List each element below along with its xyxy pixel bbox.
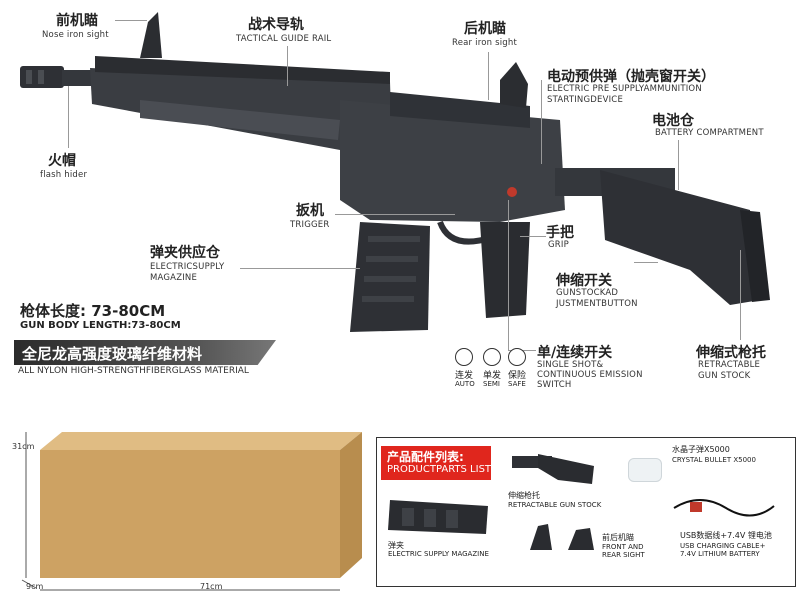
crystal-bullets-image xyxy=(628,458,662,482)
box-depth: 9cm xyxy=(26,582,44,591)
retract-stock-label-cn: 伸缩式枪托 xyxy=(696,345,766,361)
fire-switch-label-en3: SWITCH xyxy=(537,380,572,390)
magazine-part-image xyxy=(388,500,488,534)
part-magazine-en: ELECTRIC SUPPLY MAGAZINE xyxy=(388,550,489,558)
trigger-label-cn: 扳机 xyxy=(296,203,324,219)
retract-stock-label-en1: RETRACTABLE xyxy=(698,360,761,370)
stock-button-label-en1: GUNSTOCKAD xyxy=(556,288,619,298)
semi-mode-icon xyxy=(483,348,501,366)
ammo-device-label-en2: STARTINGDEVICE xyxy=(547,95,624,105)
part-stock-cn: 伸缩枪托 xyxy=(508,491,540,500)
part-cable-cn: USB数据线+7.4V 锂电池 xyxy=(680,531,772,540)
front-sight xyxy=(140,12,162,58)
trigger-label-en: TRIGGER xyxy=(290,220,330,230)
gun-length-cn: 枪体长度: 73-80CM xyxy=(20,302,166,320)
part-bullets-en: CRYSTAL BULLET X5000 xyxy=(672,456,756,464)
fire-selector xyxy=(507,187,517,197)
usb-cable-image xyxy=(673,499,775,517)
auto-mode-icon xyxy=(455,348,473,366)
ammo-device-label-cn: 电动预供弹（抛壳窗开关） xyxy=(547,69,715,85)
mode-semi-en: SEMI xyxy=(483,380,500,388)
part-sights-cn: 前后机瞄 xyxy=(602,533,634,542)
safe-mode-icon xyxy=(508,348,526,366)
nose-sight-label-cn: 前机瞄 xyxy=(56,13,98,29)
flash-hider-label-en: flash hider xyxy=(40,170,88,180)
box-height: 31cm xyxy=(12,442,35,451)
rear-sight-label-cn: 后机瞄 xyxy=(464,21,506,37)
fire-switch-label-en1: SINGLE SHOT& xyxy=(537,360,604,370)
magazine xyxy=(350,222,430,332)
parts-title: 产品配件列表: PRODUCTPARTS LIST xyxy=(381,446,491,480)
sights-part-image xyxy=(530,524,594,550)
part-cable-en1: USB CHARGING CABLE+ xyxy=(680,542,766,550)
fire-switch-label-en2: CONTINUOUS EMISSION xyxy=(537,370,643,380)
stock xyxy=(555,168,770,305)
flash-hider xyxy=(20,66,92,88)
part-cable-en2: 7.4V LITHIUM BATTERY xyxy=(680,550,760,558)
rear-sight xyxy=(500,62,528,108)
ammo-device-label-en1: ELECTRIC PRE SUPPLYAMMUNITION xyxy=(547,84,702,94)
material-en: ALL NYLON HIGH-STRENGTHFIBERGLASS MATERI… xyxy=(18,366,249,376)
part-magazine-cn: 弹夹 xyxy=(388,541,404,550)
mode-semi-cn: 单发 xyxy=(483,371,502,381)
nose-sight-label-en: Nose iron sight xyxy=(42,30,109,40)
mode-auto-en: AUTO xyxy=(455,380,475,388)
part-bullets-cn: 水晶子弹X5000 xyxy=(672,445,730,454)
rail-label-en: TACTICAL GUIDE RAIL xyxy=(236,34,332,44)
material-cn: 全尼龙高强度玻璃纤维材料 xyxy=(22,345,203,363)
stock-button-label-en2: JUSTMENTBUTTON xyxy=(556,299,638,309)
receiver xyxy=(340,92,565,222)
magazine-label-en1: ELECTRICSUPPLY xyxy=(150,262,225,272)
part-sights-en2: REAR SIGHT xyxy=(602,551,645,559)
parts-title-cn: 产品配件列表: xyxy=(387,450,464,464)
stock-part-image xyxy=(512,454,594,484)
pistol-grip xyxy=(480,222,530,318)
part-stock-en: RETRACTABLE GUN STOCK xyxy=(508,501,602,509)
flash-hider-label-cn: 火帽 xyxy=(48,153,76,169)
handguard-rail xyxy=(90,56,392,150)
mode-safe-cn: 保险 xyxy=(508,371,527,381)
magazine-label-cn: 弹夹供应仓 xyxy=(150,245,220,261)
packaging-box xyxy=(21,432,362,591)
material-banner xyxy=(14,340,276,365)
mode-safe-en: SAFE xyxy=(508,380,526,388)
part-sights-en1: FRONT AND xyxy=(602,543,644,551)
retract-stock-label-en2: GUN STOCK xyxy=(698,371,751,381)
grip-label-en: GRIP xyxy=(548,240,569,250)
grip-label-cn: 手把 xyxy=(546,225,574,241)
parts-title-en: PRODUCTPARTS LIST xyxy=(387,464,492,475)
fire-switch-label-cn: 单/连续开关 xyxy=(537,345,613,361)
magazine-label-en2: MAGAZINE xyxy=(150,273,198,283)
rear-sight-label-en: Rear iron sight xyxy=(452,38,518,48)
mode-auto-cn: 连发 xyxy=(455,371,474,381)
gun-length-en: GUN BODY LENGTH:73-80CM xyxy=(20,320,181,331)
battery-label-en: BATTERY COMPARTMENT xyxy=(655,128,764,138)
stock-button-label-cn: 伸缩开关 xyxy=(556,273,612,289)
battery-label-cn: 电池仓 xyxy=(652,113,694,129)
rail-label-cn: 战术导轨 xyxy=(248,17,304,33)
rifle-illustration xyxy=(20,12,770,332)
box-length: 71cm xyxy=(200,582,223,591)
